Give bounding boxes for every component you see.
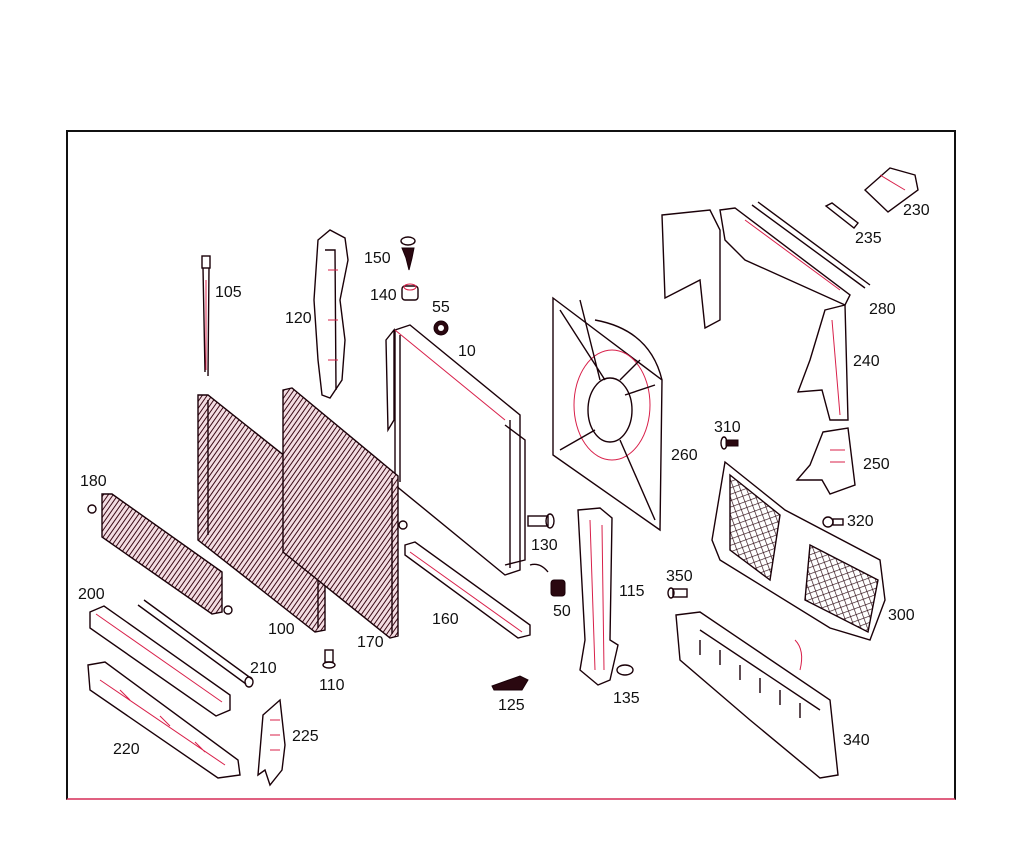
callout-130[interactable]: 130 [531,537,558,554]
part-130-screw[interactable] [527,513,555,529]
callout-300[interactable]: 300 [888,607,915,624]
part-300-louver-assembly[interactable] [711,460,886,641]
part-200-oil-cooler[interactable] [89,605,231,717]
callout-150[interactable]: 150 [364,250,391,267]
part-55-bushing[interactable] [433,320,449,336]
part-235-seal[interactable] [824,202,859,229]
callout-120[interactable]: 120 [285,310,312,327]
part-140-rubber-mount[interactable] [401,283,419,301]
part-50-clip[interactable] [529,563,566,597]
part-320-bolt[interactable] [822,516,844,528]
part-240-air-duct[interactable] [796,304,849,421]
part-105-seal-strip[interactable] [201,255,211,377]
callout-140[interactable]: 140 [370,287,397,304]
part-180-auxiliary-cooler[interactable] [87,493,233,615]
callout-105[interactable]: 105 [215,284,242,301]
callout-125[interactable]: 125 [498,697,525,714]
diagram-frame [66,130,956,800]
part-220-cooler-housing[interactable] [87,661,241,779]
callout-210[interactable]: 210 [250,660,277,677]
callout-225[interactable]: 225 [292,728,319,745]
callout-160[interactable]: 160 [432,611,459,628]
part-280-upper-frame[interactable] [661,201,871,330]
callout-135[interactable]: 135 [613,690,640,707]
callout-235[interactable]: 235 [855,230,882,247]
callout-100[interactable]: 100 [268,621,295,638]
callout-310[interactable]: 310 [714,419,741,436]
callout-250[interactable]: 250 [863,456,890,473]
callout-115[interactable]: 115 [619,583,645,600]
callout-320[interactable]: 320 [847,513,874,530]
callout-230[interactable]: 230 [903,202,930,219]
part-170-charge-air-cooler[interactable] [282,387,408,639]
part-120-side-bracket[interactable] [313,229,349,399]
part-250-air-guide[interactable] [795,427,856,495]
callout-180[interactable]: 180 [80,473,107,490]
callout-240[interactable]: 240 [853,353,880,370]
callout-350[interactable]: 350 [666,568,693,585]
part-160-lower-air-guide[interactable] [404,541,531,639]
callout-10[interactable]: 10 [458,343,476,360]
part-150-clip-rivet[interactable] [400,236,416,271]
part-10-radiator[interactable] [385,324,526,576]
part-310-bolt[interactable] [720,436,739,450]
callout-110[interactable]: 110 [319,677,345,694]
callout-200[interactable]: 200 [78,586,105,603]
part-135-grommet[interactable] [616,664,634,676]
part-340-lower-shutter[interactable] [675,611,839,779]
callout-220[interactable]: 220 [113,741,140,758]
callout-50[interactable]: 50 [553,603,571,620]
part-210-tube[interactable] [137,599,254,688]
callout-170[interactable]: 170 [357,634,384,651]
callout-280[interactable]: 280 [869,301,896,318]
callout-340[interactable]: 340 [843,732,870,749]
part-110-pressure-switch[interactable] [322,649,336,669]
part-125-fastener[interactable] [491,675,529,691]
callout-55[interactable]: 55 [432,299,450,316]
part-350-bolt[interactable] [667,587,688,599]
part-260-fan-shroud[interactable] [552,296,663,532]
part-115-side-bracket[interactable] [577,507,619,686]
callout-260[interactable]: 260 [671,447,698,464]
part-230-cover[interactable] [863,167,919,213]
part-225-bracket[interactable] [257,698,286,787]
